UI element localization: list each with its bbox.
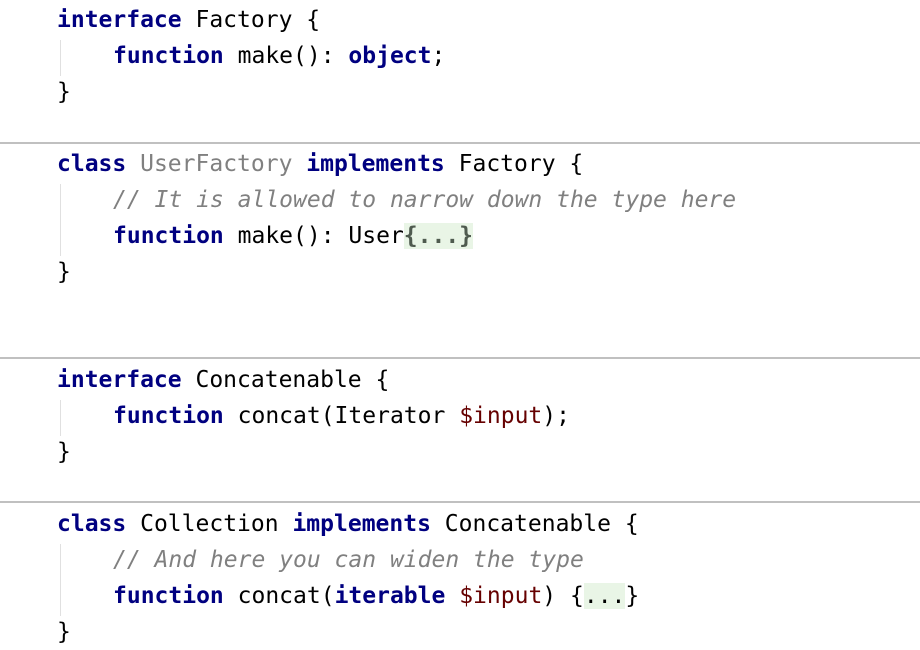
statement-end: );	[542, 403, 570, 429]
keyword: class	[57, 511, 127, 537]
folded-code-region[interactable]: {...}	[403, 223, 474, 249]
close-brace: }	[625, 583, 640, 609]
code-line-class-userfactory[interactable]: class UserFactory implements Factory {	[57, 146, 583, 182]
close-brace: }	[57, 619, 71, 645]
parameter-type: iterable	[334, 583, 446, 609]
class-name: UserFactory	[140, 151, 293, 177]
code-comment[interactable]: // It is allowed to narrow down the type…	[113, 187, 737, 213]
code-comment[interactable]: // And here you can widen the type	[113, 547, 584, 573]
return-type: object	[348, 43, 432, 69]
method-separator	[0, 501, 920, 503]
close-brace: }	[57, 439, 71, 465]
parameter-variable: $input	[459, 583, 543, 609]
open-brace: {	[610, 511, 639, 537]
open-brace: {	[292, 7, 321, 33]
open-brace: ) {	[542, 583, 584, 609]
keyword: function	[113, 223, 224, 249]
indent-guide	[60, 400, 61, 436]
code-line-close-brace[interactable]: }	[57, 254, 71, 290]
keyword-implements: implements	[306, 151, 445, 177]
keyword: function	[113, 43, 224, 69]
open-brace: {	[555, 151, 584, 177]
open-brace: {	[361, 367, 390, 393]
interface-name: Factory	[195, 7, 293, 33]
class-name: Collection	[140, 511, 279, 537]
keyword: function	[113, 583, 224, 609]
code-line-interface-factory[interactable]: interface Factory {	[57, 2, 320, 38]
code-line-concat[interactable]: function concat(Iterator $input);	[113, 398, 570, 434]
code-line-class-collection[interactable]: class Collection implements Concatenable…	[57, 506, 639, 542]
indent-guide	[60, 184, 61, 256]
interface-name: Factory	[458, 151, 556, 177]
close-brace: }	[57, 79, 71, 105]
close-brace: }	[57, 259, 71, 285]
method-signature: make():	[223, 43, 349, 69]
code-line-close-brace[interactable]: }	[57, 434, 71, 470]
keyword-implements: implements	[292, 511, 431, 537]
keyword: function	[113, 403, 224, 429]
method-separator	[0, 142, 920, 144]
code-line-close-brace[interactable]: }	[57, 614, 71, 650]
semicolon: ;	[431, 43, 446, 69]
keyword: class	[57, 151, 127, 177]
indent-guide	[60, 40, 61, 76]
code-line-make[interactable]: function make(): object;	[113, 38, 445, 74]
keyword: interface	[57, 7, 182, 33]
keyword: interface	[57, 367, 182, 393]
method-separator	[0, 357, 920, 359]
folded-code-region[interactable]: ...	[583, 583, 626, 609]
method-signature: make(): User	[223, 223, 404, 249]
method-signature: concat(	[223, 583, 335, 609]
parameter-variable: $input	[459, 403, 543, 429]
code-line-make-user[interactable]: function make(): User{...}	[113, 218, 474, 254]
method-signature: concat(Iterator	[223, 403, 460, 429]
code-line-close-brace[interactable]: }	[57, 74, 71, 110]
code-line-interface-concatenable[interactable]: interface Concatenable {	[57, 362, 389, 398]
code-line-concat-iterable[interactable]: function concat(iterable $input) {...}	[113, 578, 639, 614]
interface-name: Concatenable	[195, 367, 362, 393]
interface-name: Concatenable	[444, 511, 611, 537]
indent-guide	[60, 544, 61, 616]
